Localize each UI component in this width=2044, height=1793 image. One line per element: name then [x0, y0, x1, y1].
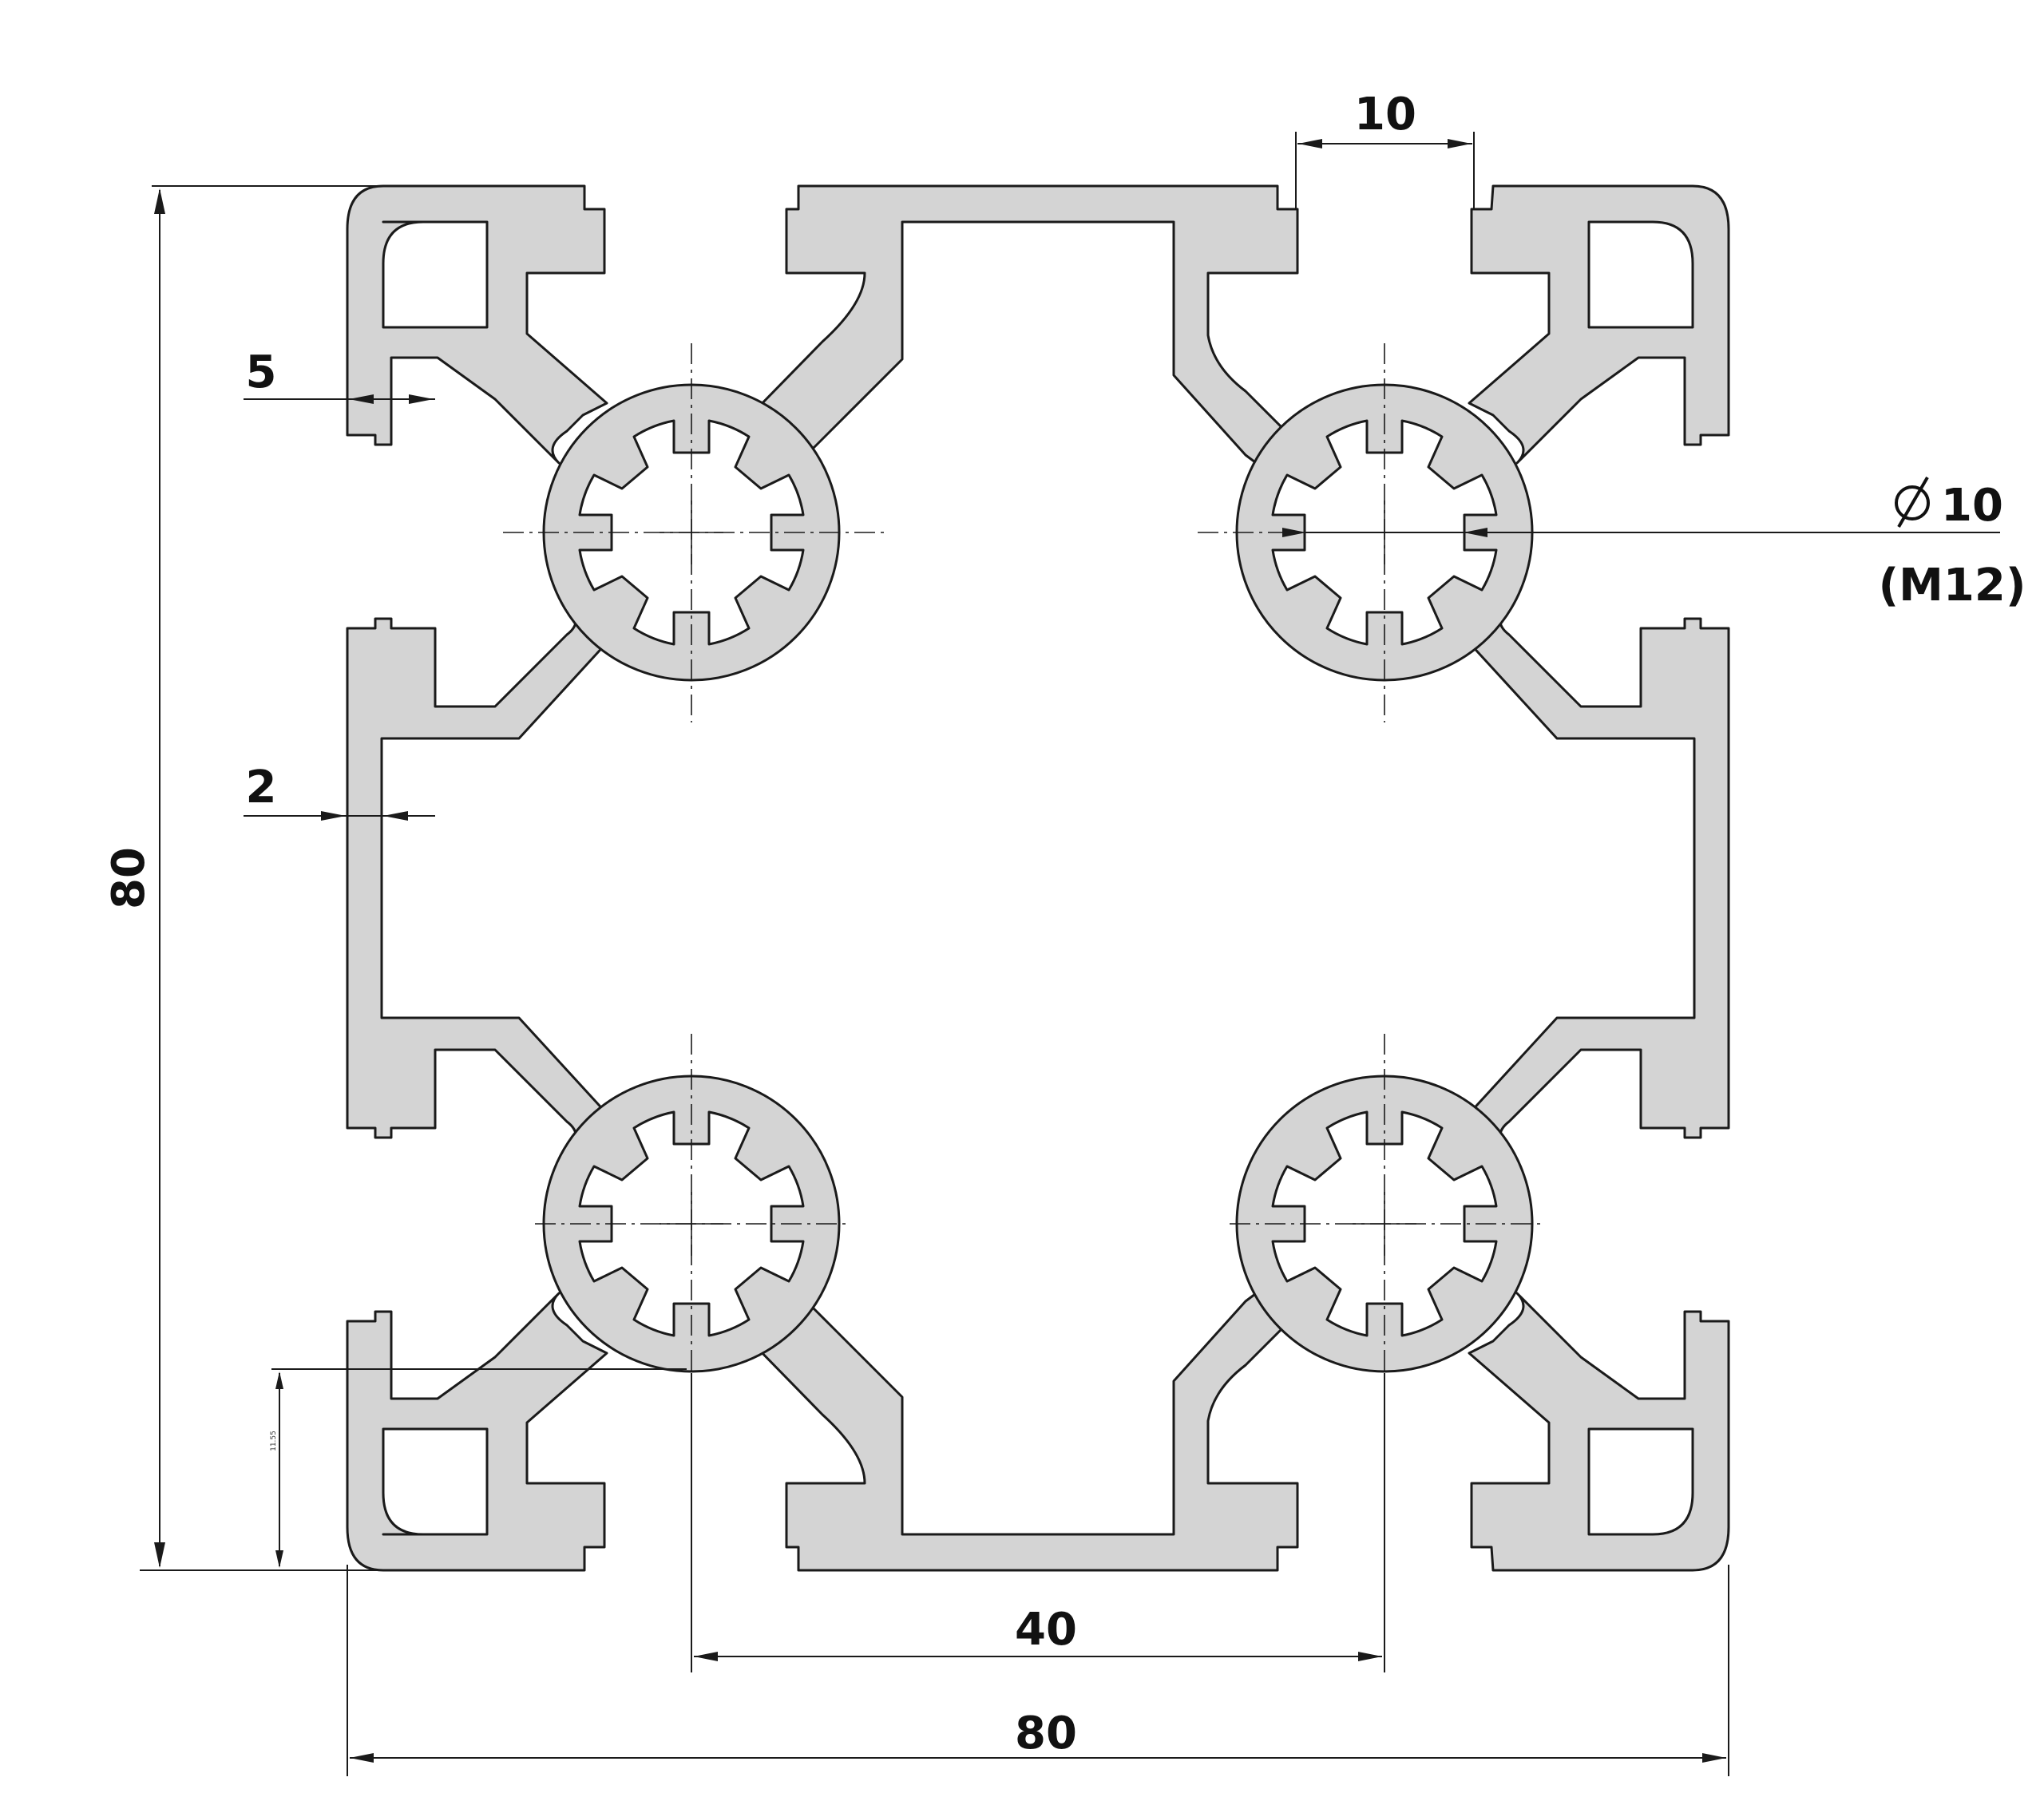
dimension-bore-diameter: 10 (M12): [1282, 476, 2026, 612]
diameter-icon: [1895, 476, 1930, 528]
lip-thickness-label: 5: [246, 346, 277, 398]
dimension-lip-thickness: 5: [244, 346, 435, 404]
dimension-wall-thickness: 2: [244, 762, 435, 821]
dimension-overall-height: 80: [103, 185, 399, 1571]
dimension-center-distance: 40: [691, 1373, 1385, 1672]
bore-thread-label: (M12): [1879, 560, 2026, 612]
wall-thickness-label: 2: [246, 762, 277, 813]
dimension-slot-depth: 11.55: [270, 1368, 687, 1568]
center-distance-label: 40: [1015, 1604, 1077, 1656]
dimension-overall-width: 80: [347, 1565, 1729, 1776]
slot-depth-label: 11.55: [270, 1431, 278, 1451]
slot-opening-label: 10: [1354, 89, 1416, 141]
bore-diameter-label: 10: [1941, 480, 2003, 532]
overall-height-label: 80: [103, 847, 155, 909]
profile-body: [346, 184, 1730, 1572]
overall-width-label: 80: [1015, 1708, 1077, 1759]
dimension-slot-opening: 10: [1295, 89, 1475, 209]
